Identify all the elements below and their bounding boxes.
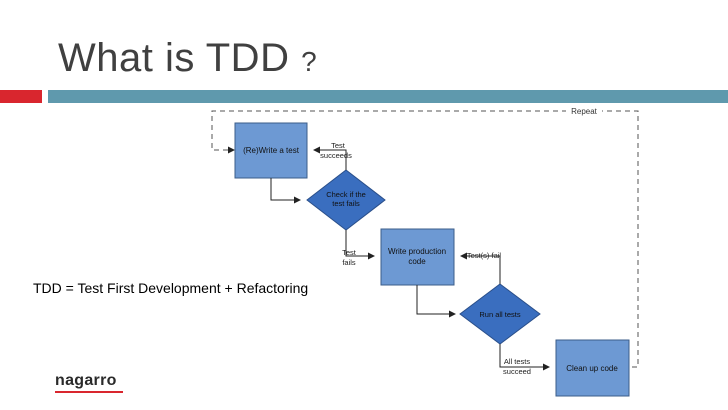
edge-write-to-check [270,178,301,204]
nagarro-logo: nagarro [55,372,117,390]
edge-run-to-code [460,252,501,284]
edge-check-to-code [345,230,375,260]
tdd-definition: TDD = Test First Development + Refactori… [33,280,309,296]
logo-underline [55,391,123,393]
all-succeed-label-1: All tests [504,357,531,366]
all-succeed-label-2: succeed [503,367,531,376]
write-code-label-2: code [408,257,426,266]
accent-bar-teal [48,90,728,103]
logo-text: nagarro [55,372,117,389]
check-fails-label-1: Check if the [326,190,366,199]
accent-bar-red [0,90,42,103]
edge-code-to-run [416,285,456,318]
run-tests-label: Run all tests [479,310,521,319]
tests-fail-label: Test(s) fail [467,251,502,260]
repeat-label-bg [566,105,602,117]
write-test-node [234,122,308,179]
check-fails-label-2: test fails [332,199,360,208]
clean-up-label: Clean up code [566,364,618,373]
edge-check-to-write [313,146,347,170]
slide-title: What is TDD ? [58,36,317,81]
repeat-label: Repeat [571,107,598,116]
clean-up-node [555,339,630,397]
test-fails-label-1: Test [342,248,357,257]
repeat-loop-line [211,110,639,368]
test-succeeds-label-1: Test [331,141,346,150]
test-succeeds-label-2: succeeds [320,151,352,160]
write-code-node [380,228,455,286]
title-text: What is TDD [58,36,290,80]
write-test-label: (Re)Write a test [243,146,300,155]
test-fails-label-2: fails [342,258,356,267]
write-code-label-1: Write production [388,247,446,256]
title-question-mark: ? [301,46,318,77]
edge-run-to-clean [499,344,550,371]
